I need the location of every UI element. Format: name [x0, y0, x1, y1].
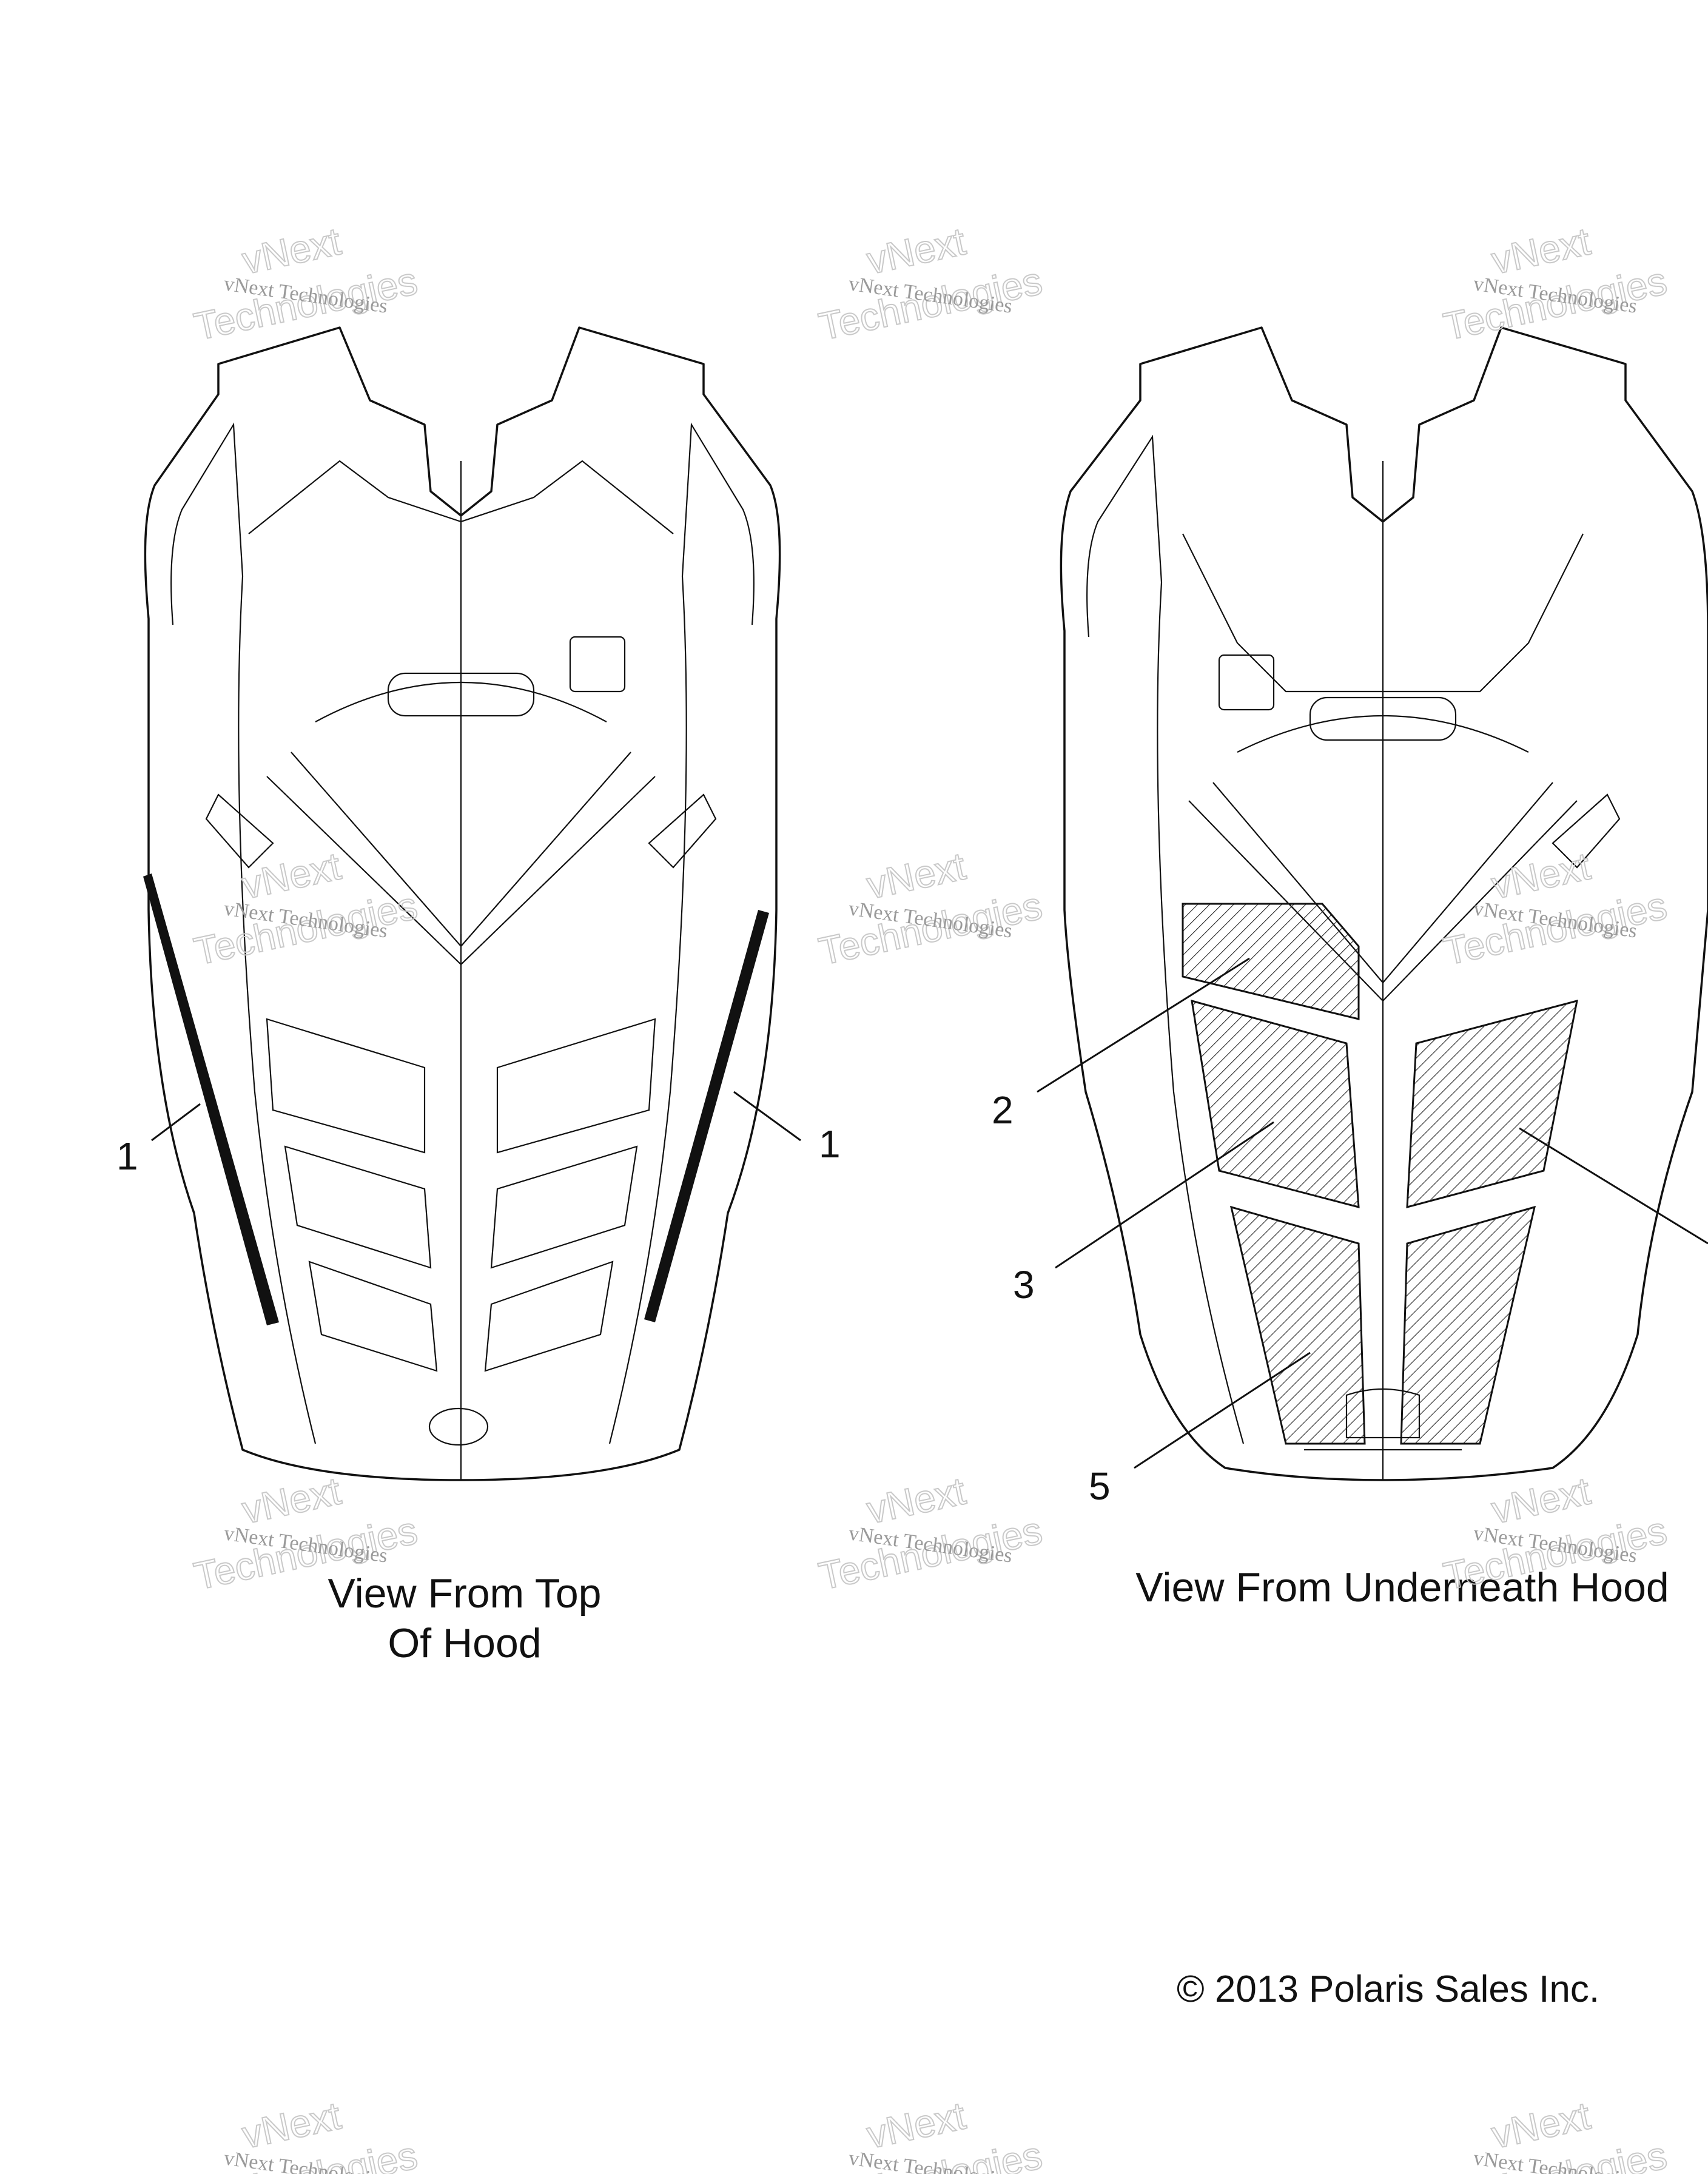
callout-3: 3: [1013, 1263, 1035, 1307]
callout-2: 2: [992, 1088, 1014, 1132]
svg-text:vNext: vNext: [238, 844, 345, 907]
svg-text:vNext: vNext: [238, 1469, 345, 1532]
svg-text:vNext: vNext: [238, 219, 345, 282]
svg-text:vNext: vNext: [1488, 844, 1594, 907]
svg-text:vNext: vNext: [238, 2093, 345, 2156]
svg-text:vNext: vNext: [863, 219, 969, 282]
hood-top-view: [143, 326, 781, 1481]
leader-lines: [151, 957, 1708, 1469]
decal-3-region: [1191, 999, 1360, 1208]
svg-text:vNext: vNext: [1488, 2093, 1594, 2156]
svg-text:vNext: vNext: [1488, 219, 1594, 282]
caption-top-view-line2: Of Hood: [388, 1620, 541, 1666]
caption-top-view-line1: View From Top: [328, 1570, 602, 1617]
callout-5: 5: [1089, 1464, 1111, 1508]
watermark-group: vNext Technologies vNext Technologies vN…: [190, 218, 1671, 2174]
decal-2-region: [1182, 903, 1360, 1020]
copyright-notice: © 2013 Polaris Sales Inc.: [1177, 1968, 1599, 2010]
decal-4-region: [1406, 999, 1578, 1208]
svg-text:vNext: vNext: [863, 1469, 969, 1532]
caption-underneath-view: View From Underneath Hood: [1135, 1564, 1669, 1610]
svg-text:vNext: vNext: [863, 2093, 969, 2156]
callout-1-right: 1: [819, 1122, 841, 1166]
callout-1-left: 1: [116, 1134, 138, 1178]
hood-underneath-view: [1060, 326, 1708, 1481]
decal-5-region: [1229, 1205, 1536, 1445]
svg-text:vNext: vNext: [863, 844, 969, 907]
svg-text:vNext: vNext: [1488, 1469, 1594, 1532]
